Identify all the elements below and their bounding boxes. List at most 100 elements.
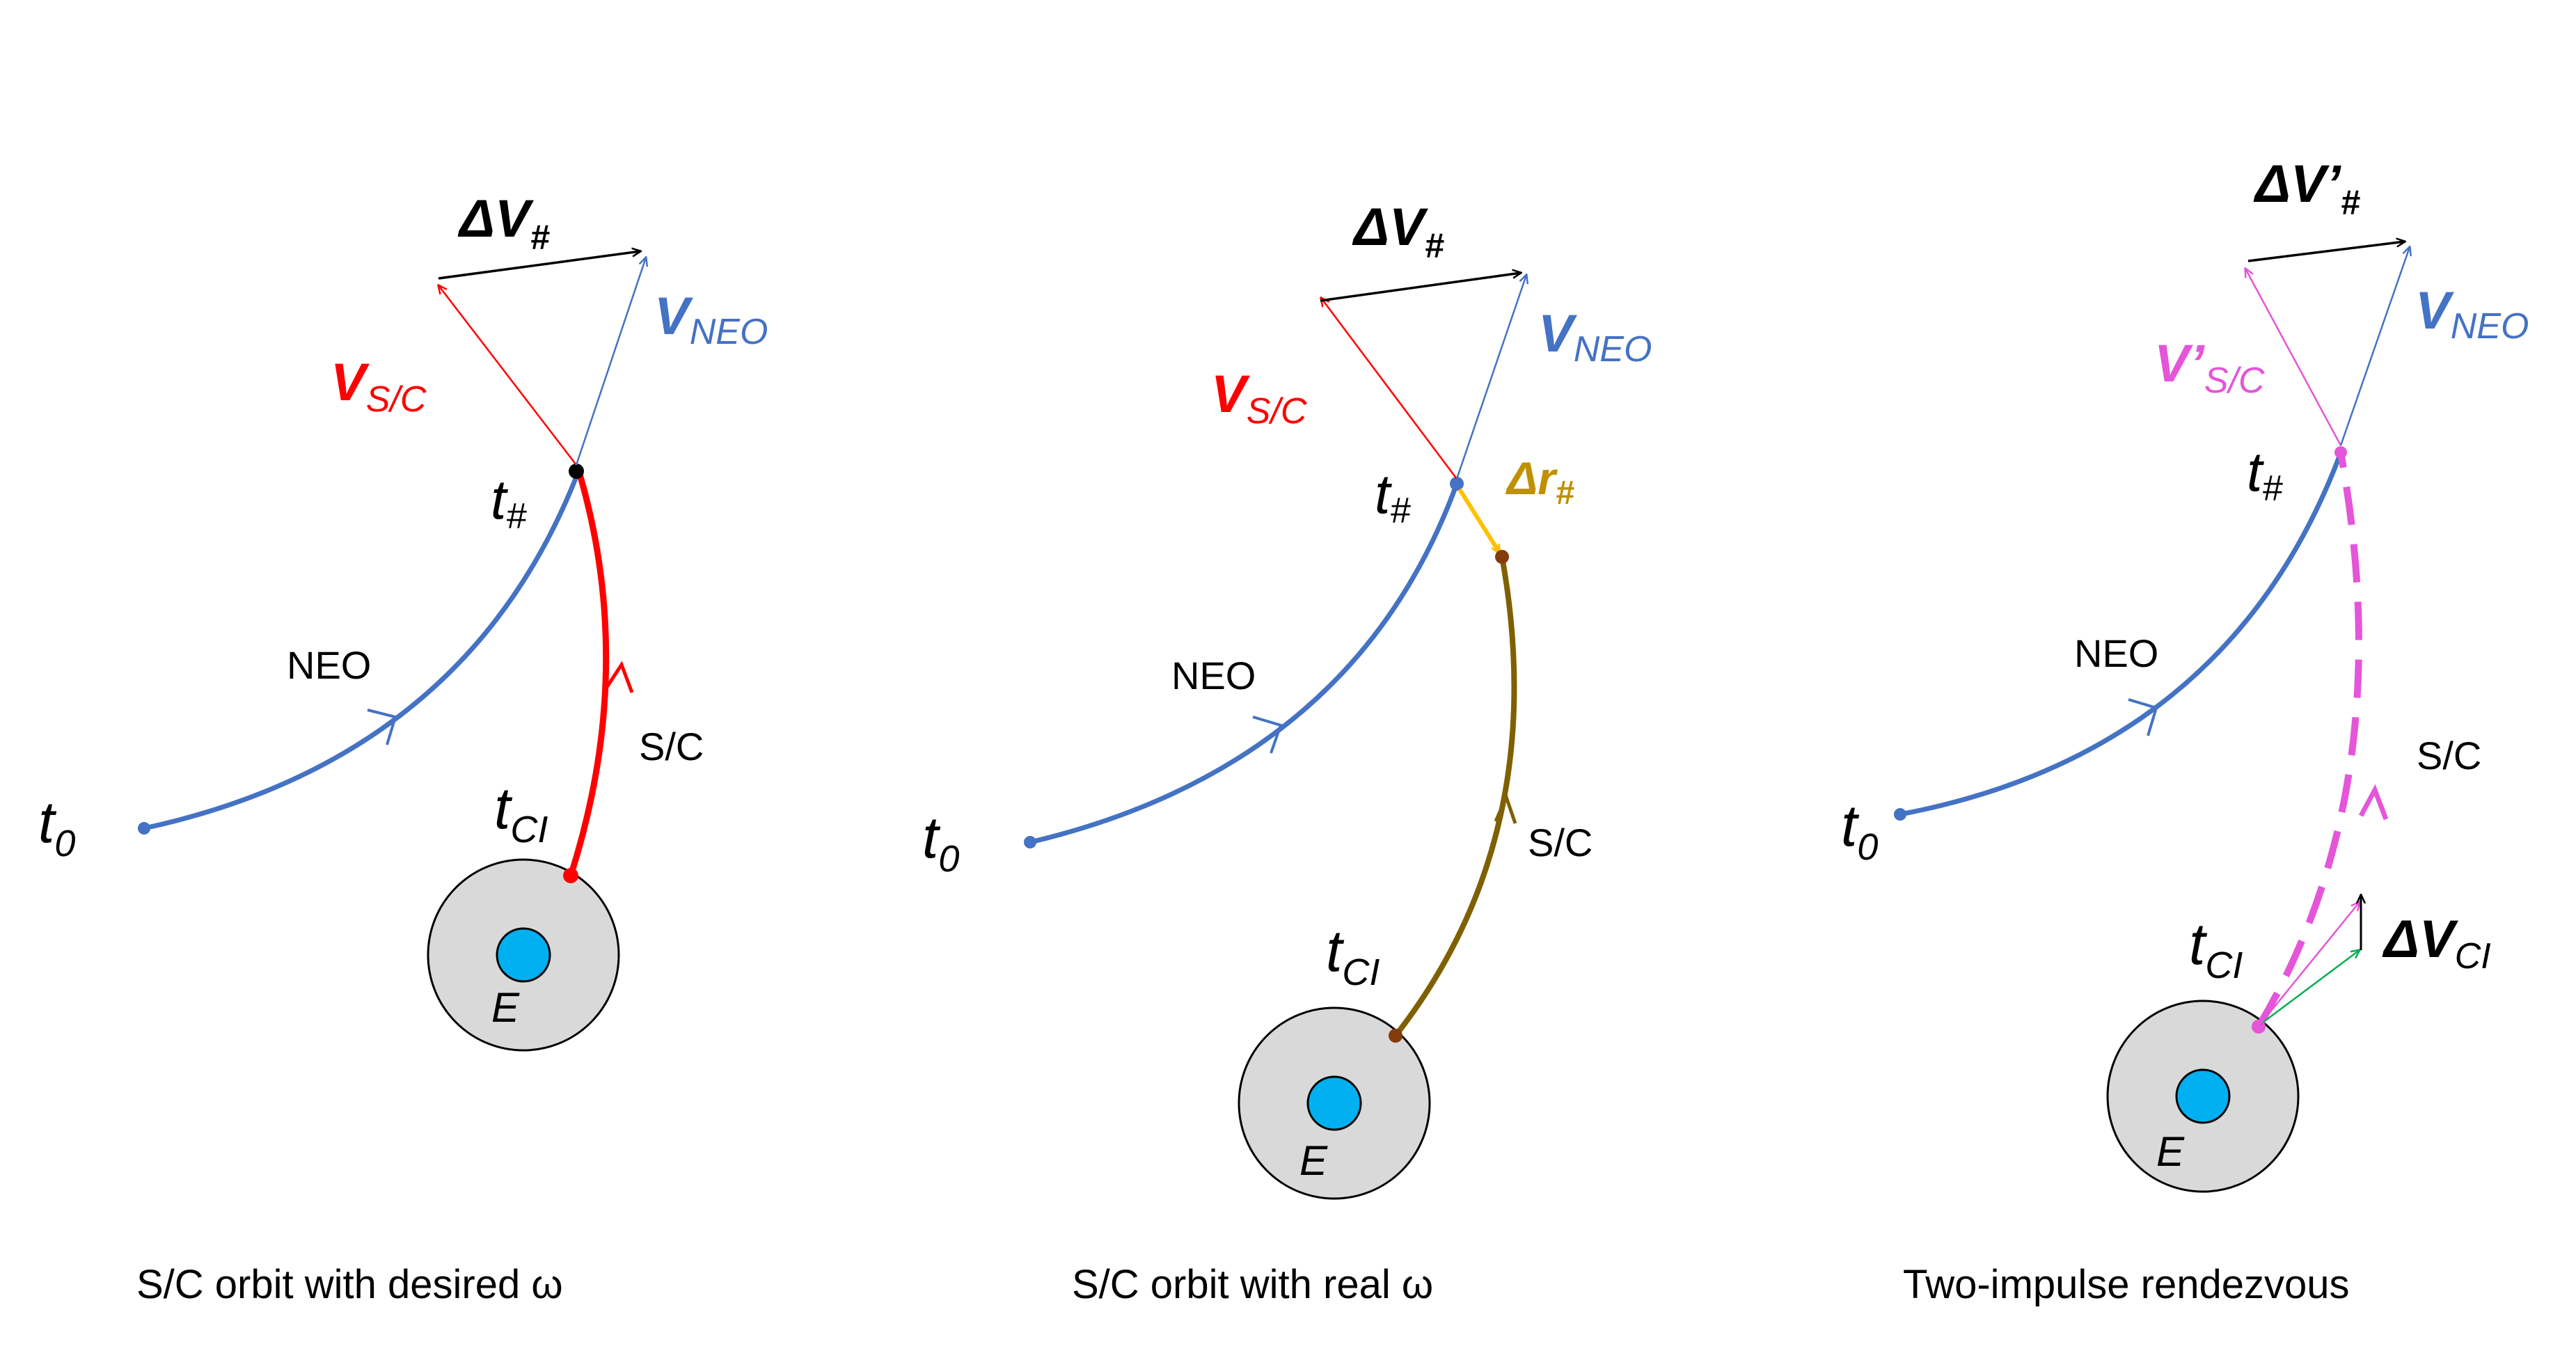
tci-point: [563, 868, 578, 883]
thash-main: t: [491, 468, 508, 530]
earth-label: E: [1299, 1137, 1328, 1184]
tci-label: tCI: [494, 775, 548, 851]
vsc-sub: S/C: [1247, 391, 1307, 432]
thash-point: [569, 464, 584, 479]
neo-label: NEO: [2074, 631, 2158, 675]
delta-v-label: ΔV’#: [2253, 155, 2360, 222]
earth-core-circle: [2175, 1068, 2231, 1124]
neo-direction-chevron: [1252, 716, 1283, 754]
delta-v-sub: #: [2341, 183, 2360, 222]
sc-label: S/C: [639, 725, 704, 768]
vsc-sub: S/C: [2204, 361, 2265, 401]
green-vector: [2259, 950, 2360, 1026]
panel-two-impulse: E ΔV’# VNEO V’S/C t# NEO S/C t0 tCI ΔVCI…: [1841, 155, 2529, 1307]
tci-label: tCI: [1326, 918, 1380, 993]
delta-v-main: ΔV: [1352, 198, 1428, 257]
thash-sub: #: [506, 496, 527, 537]
vneo-label: VNEO: [2415, 281, 2529, 347]
sc-orbit-path: [2255, 452, 2362, 1029]
thash-sub: #: [1390, 491, 1411, 531]
earth-label: E: [2156, 1128, 2185, 1175]
vsc-main: V: [331, 353, 370, 412]
earth-core-circle: [496, 927, 551, 983]
delta-v-ci-main: ΔV: [2382, 910, 2458, 969]
tci-sub: CI: [2205, 945, 2243, 986]
earth-label: E: [491, 984, 520, 1031]
pink-departure-vector: [2259, 902, 2360, 1025]
delta-r-main: Δr: [1505, 452, 1558, 504]
panel-caption: S/C orbit with desired ω: [136, 1262, 563, 1307]
vsc-main: V: [1211, 365, 1250, 424]
vsc-label: VS/C: [331, 353, 427, 420]
t0-main: t: [1841, 793, 1860, 858]
delta-v-sub: #: [530, 218, 550, 257]
tci-sub: CI: [1342, 951, 1380, 993]
sc-label: S/C: [1528, 821, 1593, 864]
neo-orbit-path: [1029, 482, 1460, 845]
thash-label: t#: [2247, 441, 2283, 509]
t0-label: t0: [38, 789, 75, 864]
sc-direction-chevron: [1494, 792, 1517, 824]
delta-r-end-point: [1495, 550, 1509, 564]
vneo-vector: [1455, 275, 1526, 480]
neo-label: NEO: [287, 643, 371, 687]
vneo-main: V: [1538, 304, 1577, 363]
thash-label: t#: [491, 468, 527, 537]
panel-caption: Two-impulse rendezvous: [1903, 1262, 2350, 1307]
vneo-sub: NEO: [690, 312, 768, 352]
vsc-sub: S/C: [366, 379, 427, 420]
delta-v-main: ΔV’: [2253, 155, 2341, 214]
earth-core-circle: [1306, 1075, 1362, 1131]
vsc-vector: [1321, 298, 1457, 480]
tci-main: t: [1326, 918, 1345, 983]
delta-r-sub: #: [1556, 475, 1574, 512]
thash-sub: #: [2262, 468, 2283, 509]
sc-label: S/C: [2417, 734, 2481, 777]
delta-r-vector: [1457, 488, 1500, 553]
neo-label: NEO: [1171, 654, 1256, 697]
vneo-main: V: [2415, 281, 2454, 340]
sc-orbit-path: [567, 471, 610, 877]
tci-label: tCI: [2189, 911, 2243, 986]
delta-v-vector: [438, 251, 640, 280]
vneo-vector: [575, 258, 646, 466]
tci-main: t: [2189, 911, 2208, 977]
t0-label: t0: [1841, 793, 1878, 868]
tci-point: [1389, 1029, 1402, 1043]
t0-main: t: [38, 789, 57, 855]
panel-desired-omega: E ΔV# VNEO VS/C t# NEO S/C t0 tCI S/C or…: [38, 189, 768, 1307]
delta-v-vector: [1320, 273, 1521, 302]
delta-r-label: Δr#: [1505, 452, 1574, 512]
neo-direction-chevron: [2128, 698, 2158, 736]
vsc-main: V’: [2154, 334, 2205, 393]
t0-sub: 0: [1857, 826, 1878, 868]
thash-point: [1450, 477, 1464, 491]
vneo-vector: [2339, 247, 2410, 446]
sc-direction-chevron: [2358, 784, 2389, 821]
t0-point: [1894, 808, 1906, 821]
thash-label: t#: [1375, 463, 1411, 531]
thash-point: [2334, 446, 2347, 459]
t0-sub: 0: [54, 823, 75, 864]
t0-main: t: [922, 805, 941, 870]
neo-orbit-path: [143, 472, 580, 831]
delta-v-ci-label: ΔVCI: [2382, 910, 2491, 977]
vsc-vector: [438, 285, 577, 466]
panel-caption: S/C orbit with real ω: [1072, 1262, 1433, 1307]
vneo-main: V: [654, 287, 693, 346]
vneo-sub: NEO: [1574, 329, 1652, 370]
vneo-label: VNEO: [654, 287, 768, 352]
neo-orbit-path: [1899, 448, 2345, 817]
delta-v-sub: #: [1425, 226, 1444, 265]
t0-sub: 0: [938, 838, 959, 880]
tci-main: t: [494, 775, 513, 841]
t0-point: [1024, 836, 1036, 848]
thash-main: t: [1375, 463, 1392, 525]
delta-v-label: ΔV#: [1352, 198, 1444, 265]
tci-sub: CI: [510, 809, 548, 851]
vsc-vector: [2245, 269, 2342, 446]
sc-direction-chevron: [603, 661, 634, 693]
t0-label: t0: [922, 805, 959, 880]
panel-real-omega: E ΔV# VNEO VS/C t# Δr# NEO S/C t0 tCI S/…: [922, 198, 1652, 1307]
